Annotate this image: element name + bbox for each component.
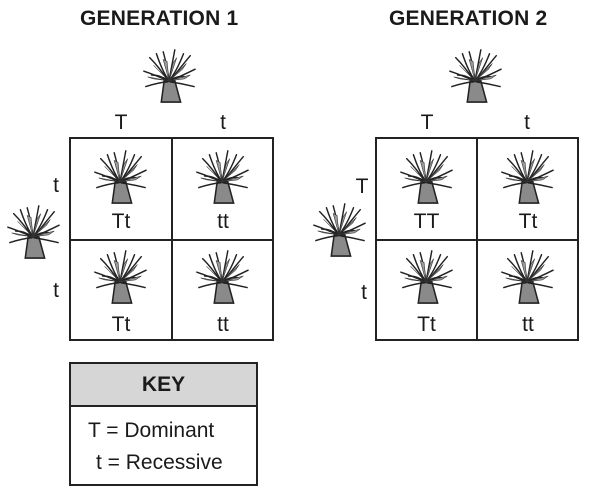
side-allele-2: t <box>53 279 59 302</box>
grid-divider-horizontal <box>71 239 272 241</box>
top-allele-1: T <box>114 111 128 134</box>
genotype-label: Tt <box>518 210 538 233</box>
side-allele-1: t <box>53 174 59 197</box>
sea-anemone-icon <box>397 247 455 305</box>
punnett-cell: Tt <box>71 241 171 341</box>
key-dominant-line: T = Dominant <box>88 419 215 442</box>
sea-anemone-icon <box>397 147 455 205</box>
punnett-cell: tt <box>173 139 273 239</box>
punnett-cell: Tt <box>377 241 476 341</box>
punnett-square: Tt tt Tt tt <box>69 137 274 341</box>
genotype-label: Tt <box>111 313 131 336</box>
genotype-label: Tt <box>111 210 131 233</box>
sea-anemone-icon <box>446 46 504 104</box>
sea-anemone-icon <box>91 247 149 305</box>
sea-anemone-icon <box>498 247 556 305</box>
sea-anemone-icon <box>4 202 62 260</box>
punnett-cell: tt <box>173 241 273 341</box>
side-allele-1: T <box>355 175 369 198</box>
top-allele-1: T <box>420 111 434 134</box>
side-allele-2: t <box>361 281 367 304</box>
sea-anemone-icon <box>193 147 251 205</box>
genotype-label: tt <box>217 210 229 233</box>
genotype-label: tt <box>522 313 534 336</box>
key-title: KEY <box>71 364 256 407</box>
generation-2-title: GENERATION 2 <box>389 7 548 30</box>
sea-anemone-icon <box>193 247 251 305</box>
genotype-label: Tt <box>417 313 436 336</box>
punnett-square: TT Tt Tt tt <box>375 137 579 341</box>
sea-anemone-icon <box>498 147 556 205</box>
generation-1-title: GENERATION 1 <box>80 7 239 30</box>
punnett-cell: tt <box>478 241 578 341</box>
sea-anemone-icon <box>140 46 198 104</box>
key-recessive-line: t = Recessive <box>96 451 223 474</box>
punnett-cell: Tt <box>478 139 578 239</box>
sea-anemone-icon <box>310 200 368 258</box>
genotype-label: TT <box>413 210 440 233</box>
grid-divider-horizontal <box>377 239 577 241</box>
key-box: KEY T = Dominant t = Recessive <box>69 362 258 486</box>
top-allele-2: t <box>220 111 226 134</box>
punnett-cell: Tt <box>71 139 171 239</box>
punnett-cell: TT <box>377 139 476 239</box>
top-allele-2: t <box>524 111 530 134</box>
sea-anemone-icon <box>91 147 149 205</box>
genotype-label: tt <box>217 313 229 336</box>
